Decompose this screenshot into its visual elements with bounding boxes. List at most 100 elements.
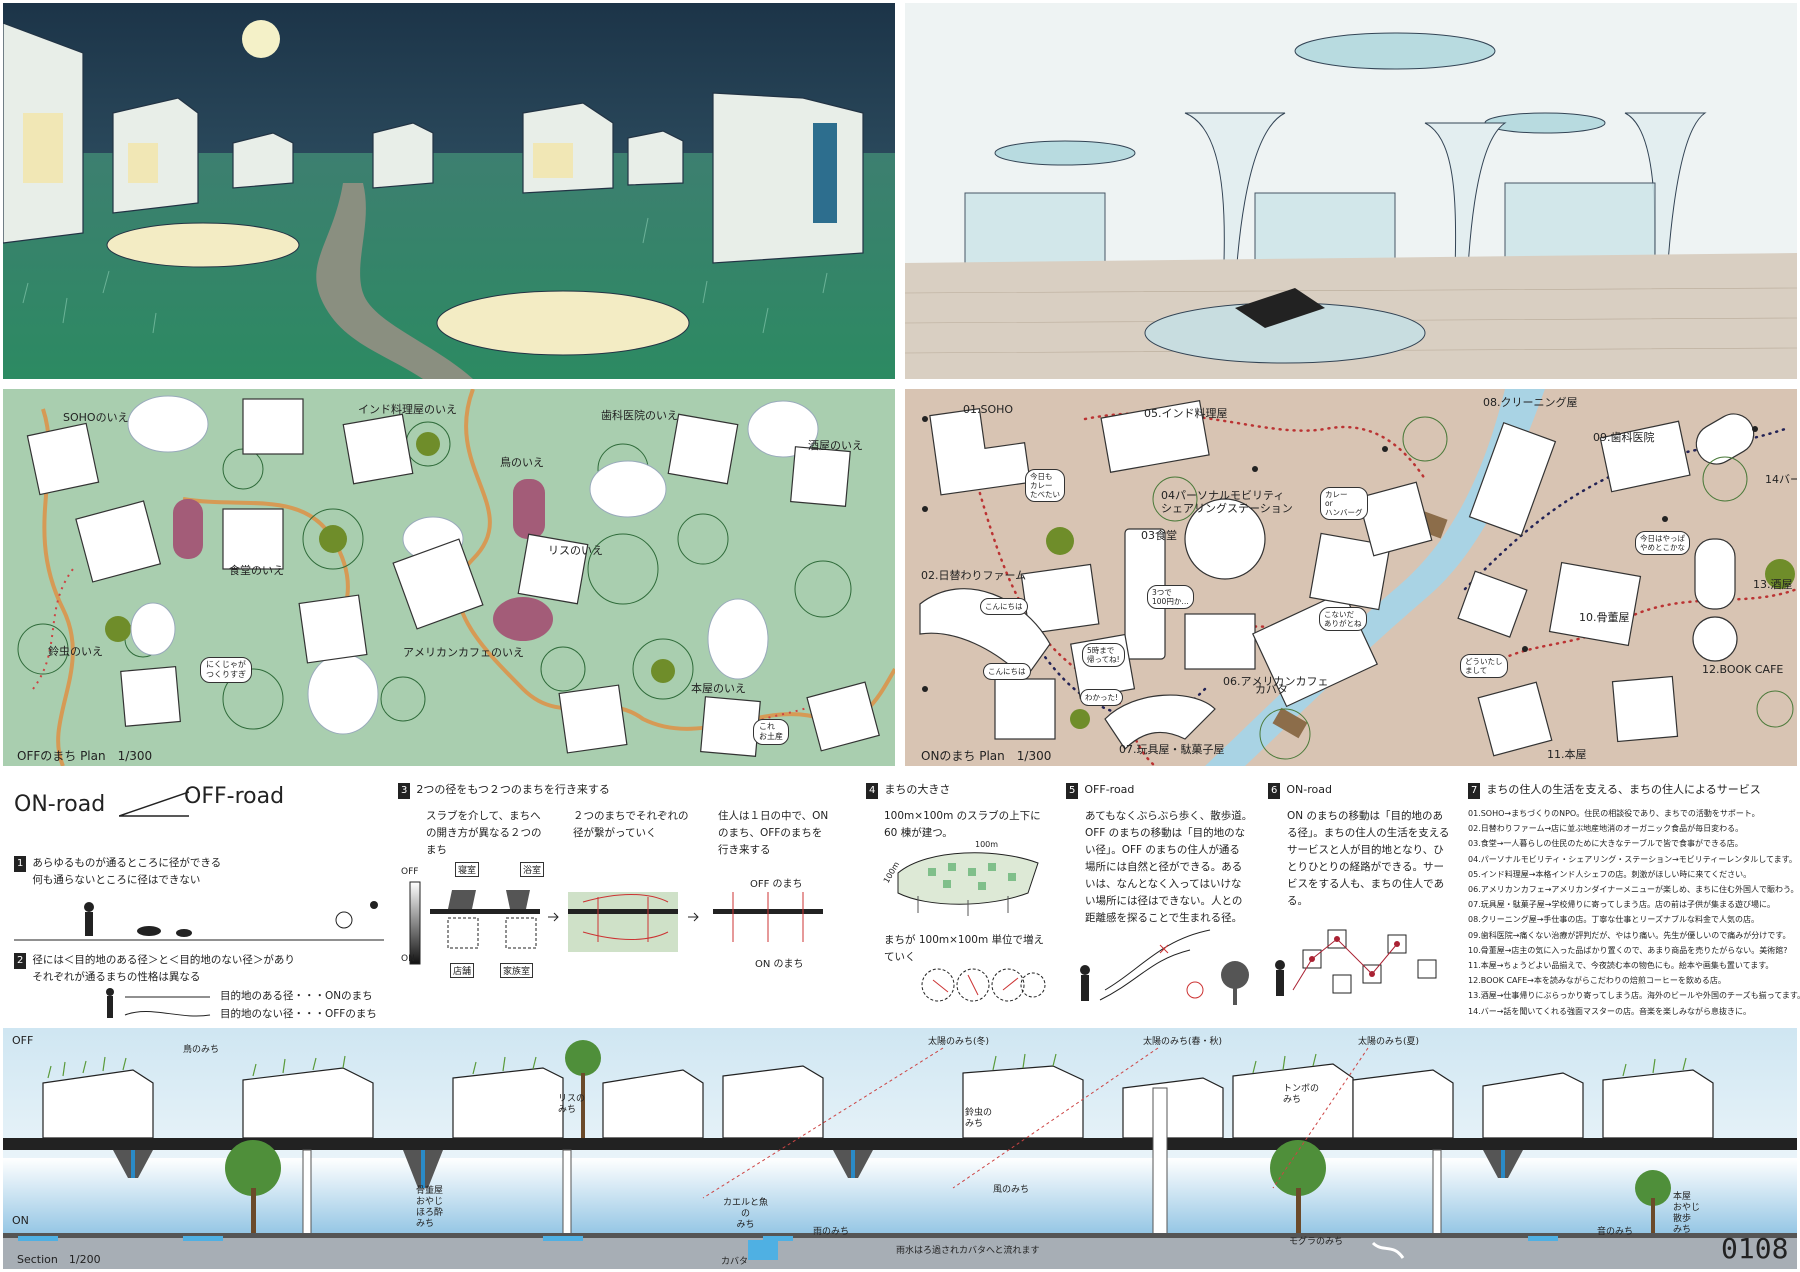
section-sun-winter: 太陽のみち(冬) [928,1037,990,1047]
service-item: 11.本屋→ちょうどよい品揃えで、今夜読む本の物色にも。絵本や画集も置いてます。 [1468,961,1774,971]
concept-6-illustration [1275,929,1437,996]
service-item: 13.酒屋→仕事帰りにぶらっかり寄ってしまう店。海外のビールや外国のチーズも揃っ… [1468,991,1800,1001]
logo-on: ON-road [14,792,106,817]
label-insect: 鈴虫のいえ [48,645,103,658]
section-suzumushi: 鈴虫の みち [965,1108,993,1129]
concept-3-on: ON [401,954,415,964]
service-item: 07.玩具屋・駄菓子屋→学校帰りに寄ってしまう店。店の前は子供が集まる遊び場に。 [1468,900,1776,910]
concept-3-b: ２つのまちでそれぞれの 径が繋がっていく [573,810,689,839]
on-bubble-2: カレー or ハンバーグ [1320,487,1368,520]
moon [242,20,280,58]
label-liquor: 酒屋のいえ [808,439,863,452]
service-list: 01.SOHO→まちづくりのNPO。住民の相談役であり、まちでの活動をサポート。… [1468,806,1800,1019]
section-bookstore: 本屋 おやじ 散歩 みち [1673,1192,1701,1235]
sheet-number: 0108 [1721,1232,1789,1265]
section-off-label: OFF [12,1034,34,1047]
section-drawing: OFF ON 鳥のみち 太陽のみち(冬) 太陽のみち(春・秋) 太陽のみち(夏)… [3,1028,1797,1269]
on-label-12: 12.BOOK CAFE [1702,663,1784,676]
service-item: 09.歯科医院→痛くない治療が評判だが、やはり痛い。先生が優しいので痛みが分けで… [1468,930,1791,940]
on-label-11: 11.本屋 [1547,748,1587,761]
on-town-day-rendering [905,3,1797,379]
concept-3-shop: 店舗 [450,963,475,978]
section-rain: 雨のみち [813,1227,850,1237]
section-frog: カエルと魚 の みち [723,1198,769,1230]
label-indian: インド料理屋のいえ [358,403,457,416]
section-title: Section 1/200 [17,1253,101,1266]
on-bubble-10: 今日はやっぱ やめとこかな [1635,531,1690,555]
concept-6-text: ON のまちの移動は「目的地のあ る径」。まちの住人の生活を支える サービスと人… [1287,810,1450,907]
bubble-souvenir: これ お土産 [753,719,789,745]
concept-3-off: OFF [401,867,419,877]
service-item: 02.日替わりファーム→店に並ぶ地産地消のオーガニック食品が毎日変わる。 [1468,824,1744,834]
off-town-plan: SOHOのいえ インド料理屋のいえ 歯科医院のいえ 鳥のいえ 酒屋のいえ 食堂の… [3,389,895,766]
on-label-10: 10.骨董屋 [1579,611,1630,624]
concept-3-diagram [409,881,823,965]
concept-4-growth-diagram [921,968,1046,1002]
concept-4-slab-illustration [897,852,1039,916]
section-kabata: カバタ [721,1257,749,1267]
concept-3-ontown: ON のまち [755,959,804,970]
section-birdpath: 鳥のみち [183,1045,220,1055]
concept-5-text: あてもなくぶらぶら歩く、散歩道。 OFF のまちの移動は「目的地のな い径」。O… [1085,810,1253,924]
concept-4-dim1: 100m [975,840,999,849]
service-item: 03.食堂→一人暮らしの住民のために大きなテーブルで皆で食事ができる店。 [1468,839,1743,849]
on-label-06: 06.アメリカンカフェ [1223,675,1329,688]
concept-3-bath: 浴室 [520,862,545,877]
concept-1-text: あらゆるものが通るところに径ができる 何も通らないところに径はできない [32,857,222,886]
section-wind: 風のみち [993,1185,1030,1195]
section-antique: 骨董屋 おやじ ほろ酔 みち [416,1186,444,1229]
on-bubble-8: こないだ ありがとね [1319,607,1367,631]
on-label-05: 05.インド料理屋 [1144,407,1228,420]
on-plan-title: ONのまち Plan 1/300 [921,749,1052,763]
on-label-08: 08.クリーニング屋 [1483,396,1578,409]
label-diner: 食堂のいえ [229,564,284,577]
off-plan-title: OFFのまち Plan 1/300 [17,749,153,763]
concept-5-illustration [1080,929,1249,1005]
concept-3-c: 住人は１日の中で、ON のまち、OFFのまちを 行き来する [718,810,829,856]
concept-3-a: スラブを介して、まちへ の開き方が異なる２つの まち [426,810,542,856]
on-label-09: 09.歯科医院 [1593,431,1655,444]
on-bubble-9: どういたし まして [1460,654,1508,678]
concept-3-offtown: OFF のまち [750,879,803,890]
bubble-potato: にくじゃが つくりすぎ [200,657,252,683]
on-off-road-logo: ON-road OFF-road [14,782,304,822]
service-item: 14.バー→話を聞いてくれる強面マスターの店。音楽を楽しみながら息抜きに。 [1468,1006,1751,1016]
concept-3-family: 家族室 [500,963,534,978]
label-dentist: 歯科医院のいえ [601,409,678,422]
off-town-night-rendering [3,3,895,379]
section-sun-spring: 太陽のみち(春・秋) [1143,1037,1223,1047]
on-label-13: 13.酒屋 [1753,578,1793,591]
on-label-kabata: カバタ [1255,683,1288,696]
service-item: 04.パーソナルモビリティ・シェアリング・ステーション→モビリティーレンタルして… [1468,854,1797,864]
concept-2-line1: 目的地のある径・・・ONのまち [220,990,373,1002]
section-rainwater: 雨水はろ過されカバタへと流れます [896,1246,1040,1256]
service-item: 05.インド料理屋→本格インド人シェフの店。刺激がほしい時に来てください。 [1468,869,1752,879]
service-item: 06.アメリカンカフェ→アメリカンダイナーメニューが楽しめ、まちに住む外国人で賑… [1468,885,1799,895]
on-town-plan: 01.SOHO 02.日替わりファーム 03食堂 04パーソナルモビリティ シェ… [905,389,1797,766]
concept-2-line2: 目的地のない径・・・OFFのまち [220,1008,377,1020]
concept-4-text2: まちが 100m×100m 単位で増え ていく [884,934,1045,963]
service-item: 10.骨董屋→店主の気に入った品ばかり置くので、あまり商品を売りたがらない。美術… [1468,945,1788,955]
service-item: 12.BOOK CAFE→本を読みながらこだわりの焙煎コーヒーを飲める店。 [1468,976,1726,986]
on-bubble-3: 3つで 100円か… [1147,585,1194,609]
label-soho: SOHOのいえ [63,411,129,424]
on-bubble-1: 今日も カレー たべたい [1025,469,1065,502]
service-item: 01.SOHO→まちづくりのNPO。住民の相談役であり、まちでの活動をサポート。 [1468,809,1760,818]
on-label-03: 03食堂 [1141,529,1177,542]
section-sun-summer: 太陽のみち(夏) [1358,1037,1420,1047]
section-mole: モグラのみち [1289,1237,1344,1247]
on-label-02: 02.日替わりファーム [921,569,1027,582]
concept-4-text: 100m×100m のスラブの上下に 60 棟が建つ。 [884,810,1041,839]
on-label-14: 14バー [1765,473,1797,486]
concept-2-text: 径には＜目的地のある径＞と＜目的地のない径＞があり それぞれが通るまちの性格は異… [32,954,295,983]
label-bird: 鳥のいえ [500,456,544,469]
section-dragonfly: トンボの みち [1283,1084,1320,1105]
on-bubble-4: こんにちは [980,598,1028,615]
